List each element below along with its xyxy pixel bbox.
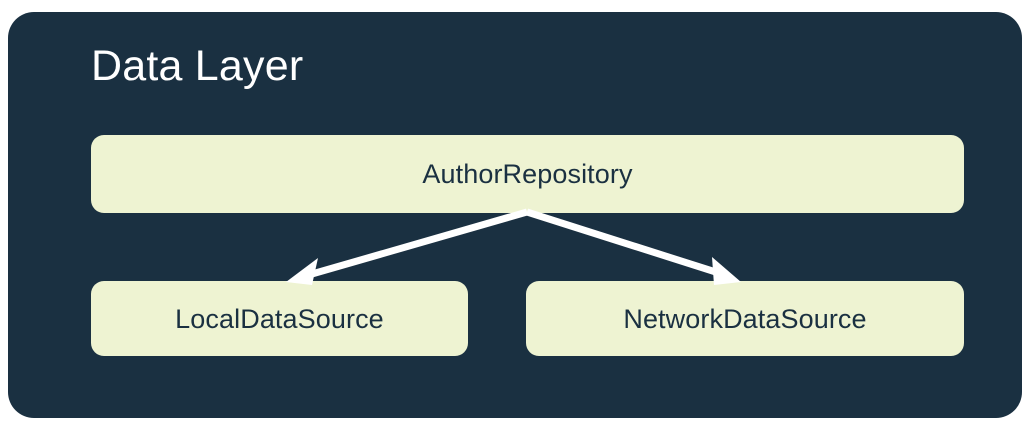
node-local-data-source[interactable]: LocalDataSource xyxy=(91,281,468,356)
node-author-repository-label: AuthorRepository xyxy=(422,159,633,189)
page-title: Data Layer xyxy=(91,42,304,90)
node-network-data-source-label: NetworkDataSource xyxy=(623,303,867,334)
node-author-repository[interactable]: AuthorRepository xyxy=(91,135,964,213)
node-network-data-source[interactable]: NetworkDataSource xyxy=(526,281,964,356)
node-local-data-source-label: LocalDataSource xyxy=(175,303,384,334)
